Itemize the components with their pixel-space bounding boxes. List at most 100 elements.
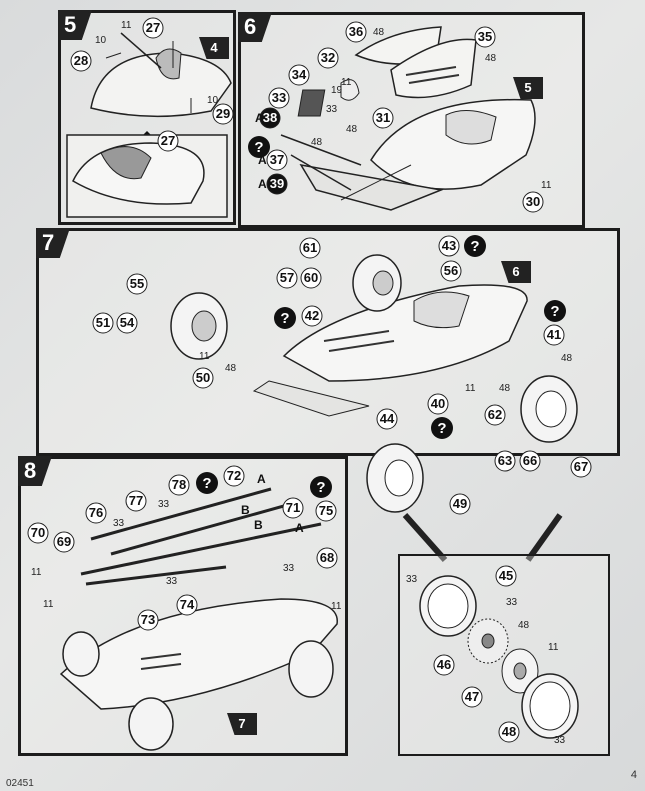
svg-text:54: 54: [120, 315, 135, 330]
callout-32: 32: [317, 47, 339, 69]
callout-62: 62: [484, 404, 506, 426]
svg-text:33: 33: [272, 90, 286, 105]
svg-text:11: 11: [331, 601, 342, 612]
callout-35: 35: [474, 26, 496, 48]
callout-36: 36: [345, 21, 367, 43]
question-mark-icon: ?: [248, 136, 270, 158]
callout-45: 45: [495, 565, 517, 587]
product-code: 02451: [6, 778, 34, 789]
callout-73: 73: [137, 609, 159, 631]
svg-text:33: 33: [166, 576, 178, 587]
svg-text:78: 78: [172, 477, 186, 492]
svg-text:48: 48: [346, 124, 358, 135]
svg-text:?: ?: [254, 139, 263, 156]
svg-text:73: 73: [141, 612, 155, 627]
svg-text:33: 33: [113, 518, 125, 529]
svg-text:11: 11: [121, 20, 132, 31]
callout-78: 78: [168, 474, 190, 496]
svg-text:47: 47: [465, 689, 479, 704]
svg-text:A: A: [258, 153, 267, 167]
callout-44: 44: [376, 408, 398, 430]
step-6-drawing: 36 35 32 34 33 31 38 37 39 30 ? 48 48 11…: [248, 21, 552, 213]
callout-48: 48: [498, 721, 520, 743]
front-left-wheel: [170, 292, 228, 360]
svg-text:48: 48: [373, 27, 385, 38]
svg-text:27: 27: [161, 133, 175, 148]
svg-text:11: 11: [465, 383, 476, 394]
svg-text:48: 48: [561, 353, 573, 364]
svg-text:11: 11: [548, 642, 559, 653]
svg-text:71: 71: [286, 500, 300, 515]
callout-46: 46: [433, 654, 455, 676]
callout-75: 75: [315, 500, 337, 522]
question-mark-icon: ?: [196, 472, 218, 494]
svg-text:68: 68: [320, 550, 334, 565]
svg-text:42: 42: [305, 308, 319, 323]
callout-40: 40: [427, 393, 449, 415]
svg-text:36: 36: [349, 24, 363, 39]
svg-text:60: 60: [304, 270, 318, 285]
svg-text:48: 48: [311, 137, 323, 148]
svg-text:33: 33: [326, 104, 338, 115]
svg-text:44: 44: [380, 411, 395, 426]
callout-68: 68: [316, 547, 338, 569]
step-5-drawing: 27 28 29 27 11 10 10: [66, 17, 233, 218]
svg-text:?: ?: [202, 475, 211, 492]
callout-30: 30: [522, 191, 544, 213]
callout-27-top: 27: [142, 17, 164, 39]
svg-text:61: 61: [303, 240, 317, 255]
svg-text:49: 49: [453, 496, 467, 511]
svg-text:?: ?: [316, 479, 325, 496]
svg-text:33: 33: [506, 597, 518, 608]
callout-76: 76: [85, 502, 107, 524]
svg-text:19: 19: [331, 85, 343, 96]
question-mark-icon: ?: [544, 300, 566, 322]
svg-text:11: 11: [341, 77, 352, 88]
svg-text:40: 40: [431, 396, 445, 411]
callout-38: 38: [259, 107, 281, 129]
svg-text:?: ?: [280, 310, 289, 327]
svg-text:77: 77: [129, 493, 143, 508]
svg-text:67: 67: [574, 459, 588, 474]
svg-text:34: 34: [292, 67, 307, 82]
svg-text:?: ?: [437, 420, 446, 437]
callout-70: 70: [27, 522, 49, 544]
callout-28: 28: [70, 50, 92, 72]
svg-text:A: A: [258, 177, 267, 191]
step-8-ref-badge: 7: [227, 713, 257, 735]
callout-72: 72: [223, 465, 245, 487]
svg-text:A: A: [255, 111, 264, 125]
svg-text:33: 33: [158, 499, 170, 510]
callout-55: 55: [126, 273, 148, 295]
callout-54: 54: [116, 312, 138, 334]
callout-51: 51: [92, 312, 114, 334]
callout-60: 60: [300, 267, 322, 289]
question-mark-icon: ?: [431, 417, 453, 439]
callout-56: 56: [440, 260, 462, 282]
svg-text:10: 10: [207, 95, 219, 106]
callout-71: 71: [282, 497, 304, 519]
step-6-panel: 6 5 36 35 32 34 33 31 38 37: [238, 12, 585, 228]
step-7-drawing: 61 43 57 60 56 55 42 51 54 41 50 40 62 4…: [92, 235, 578, 443]
callout-67: 67: [570, 456, 592, 478]
callout-42: 42: [301, 305, 323, 327]
svg-text:28: 28: [74, 53, 88, 68]
svg-text:70: 70: [31, 525, 45, 540]
page-number: 4: [630, 769, 637, 781]
svg-text:55: 55: [130, 276, 144, 291]
callout-49: 49: [449, 493, 471, 515]
svg-text:B: B: [241, 503, 250, 517]
svg-text:33: 33: [406, 574, 418, 585]
callout-77: 77: [125, 490, 147, 512]
svg-text:?: ?: [550, 303, 559, 320]
svg-text:48: 48: [518, 620, 530, 631]
question-mark-icon: ?: [310, 476, 332, 498]
svg-text:39: 39: [270, 176, 284, 191]
svg-text:48: 48: [499, 383, 511, 394]
callout-61: 61: [299, 237, 321, 259]
callout-74: 74: [176, 594, 198, 616]
svg-text:45: 45: [499, 568, 513, 583]
callout-29: 29: [212, 103, 233, 125]
svg-text:A: A: [257, 472, 266, 486]
